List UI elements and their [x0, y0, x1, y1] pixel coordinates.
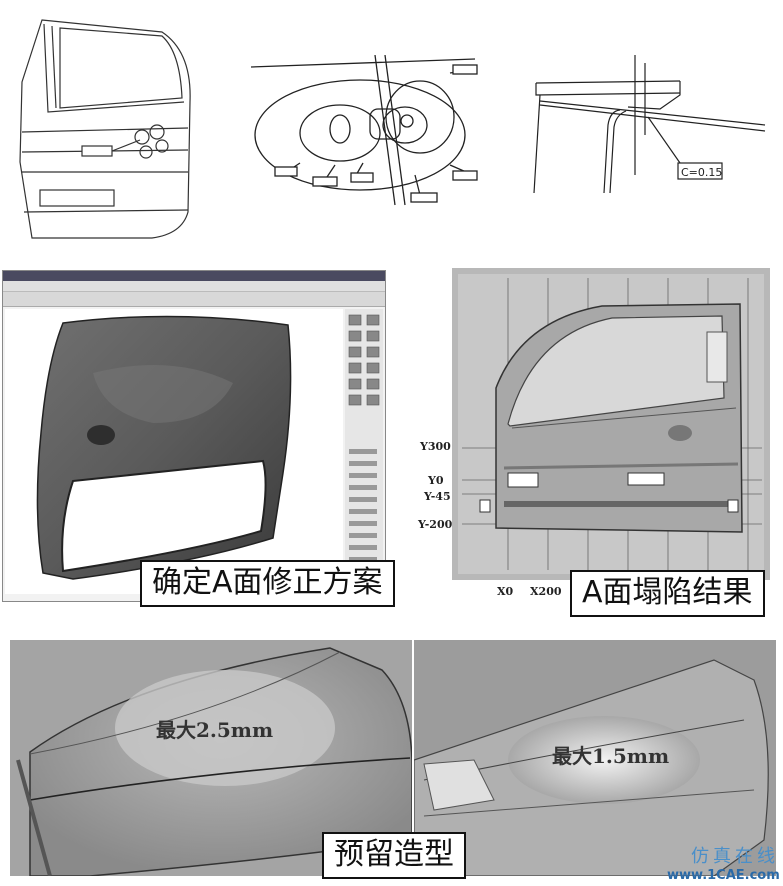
label-y-200: Y-200	[418, 518, 453, 531]
label-y0: Y0	[428, 474, 444, 487]
section-gap-drawing	[533, 55, 766, 194]
logo-en-text: www.1CAE.com	[667, 868, 780, 883]
max-deviation-right: 最大1.5mm	[552, 744, 670, 768]
reserved-shape-left-model	[10, 640, 412, 876]
label-y-45: Y-45	[424, 490, 451, 503]
menu-bar[interactable]	[3, 281, 385, 292]
label-y300: Y300	[420, 440, 451, 453]
caption-a-surface-collapse: A面塌陷结果	[570, 570, 765, 617]
window-titlebar	[3, 271, 385, 281]
max-deviation-left: 最大2.5mm	[156, 718, 274, 742]
cae-software-window	[2, 270, 386, 602]
site-logo: 仿真在线 www.1CAE.com	[667, 842, 780, 883]
door-surface-model	[36, 315, 292, 580]
label-x200: X200	[530, 585, 562, 598]
caption-a-surface-fix: 确定A面修正方案	[140, 560, 395, 607]
gap-callout: C=0.15	[681, 166, 723, 179]
reserved-shape-right-model	[414, 640, 776, 876]
caption-reserved-shape: 预留造型	[322, 832, 466, 879]
side-tool-palette[interactable]	[345, 309, 383, 594]
handle-section-drawing	[250, 55, 478, 206]
logo-cn-text: 仿真在线	[691, 846, 779, 867]
collapse-result-view	[452, 268, 770, 580]
label-x0: X0	[497, 585, 514, 598]
toolbar[interactable]	[3, 292, 385, 307]
door-outline-drawing	[19, 19, 191, 239]
